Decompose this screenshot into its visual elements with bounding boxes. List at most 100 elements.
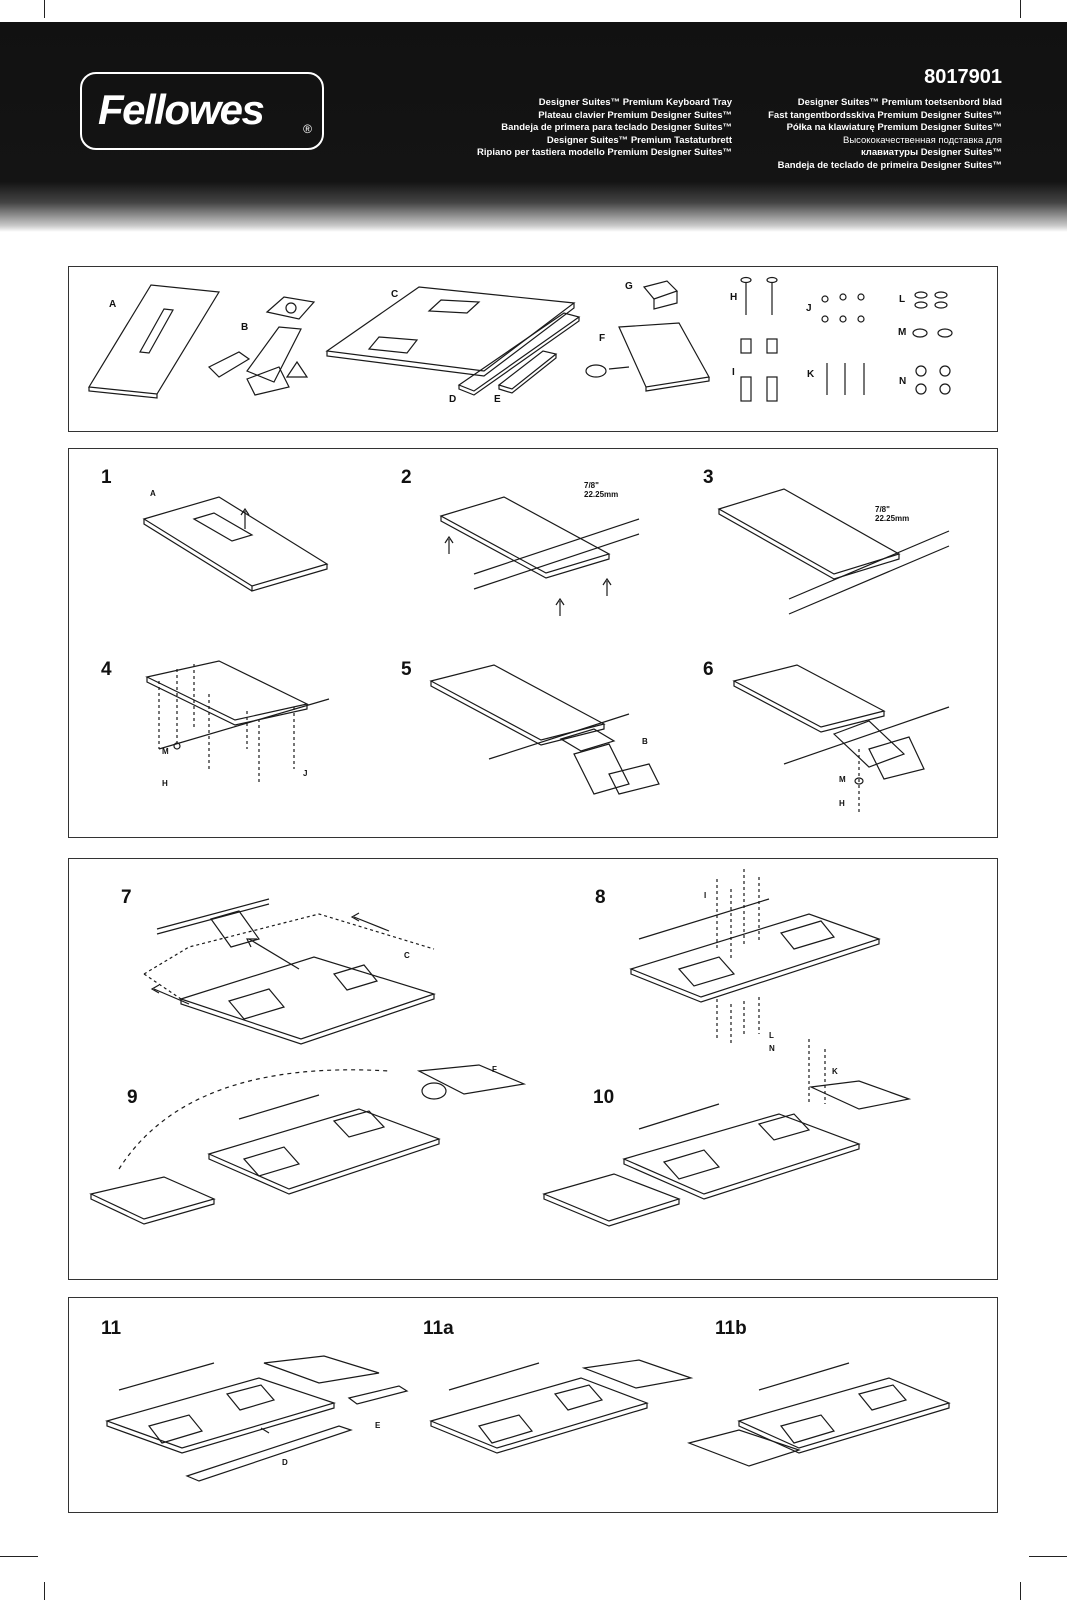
product-titles-left: Designer Suites™ Premium Keyboard Tray P… — [477, 97, 732, 160]
step-4-mounting — [145, 660, 330, 784]
step-11-label-d: D — [282, 1458, 288, 1467]
part-a-rail — [87, 284, 221, 399]
part-c-platform — [325, 286, 576, 377]
step-6-number: 6 — [703, 659, 714, 680]
step-4-number: 4 — [101, 659, 112, 680]
product-title: Designer Suites™ Premium Keyboard Tray — [538, 97, 732, 108]
step-11-label-e: E — [375, 1421, 381, 1430]
registered-mark: ® — [303, 122, 312, 136]
step-8-label-n: N — [769, 1044, 775, 1053]
parts-panel: A B C D E F G H I J K L M N — [68, 266, 998, 432]
step-8-label-k: K — [832, 1067, 838, 1076]
step-2-rail-desk — [439, 496, 640, 616]
part-label-e: E — [494, 394, 501, 405]
step-11-number: 11 — [101, 1318, 122, 1339]
step-7-label-c: C — [404, 951, 410, 960]
part-b-mechanism — [207, 296, 316, 396]
part-label-i: I — [732, 367, 735, 378]
product-title: Bandeja de teclado de primeira Designer … — [777, 159, 1002, 171]
step-11-palm-rests — [105, 1355, 409, 1482]
steps-1-6-panel: 1 2 3 4 5 6 A 7/8" 22.25mm 7/8" 22.25mm … — [68, 448, 998, 838]
washers-l — [914, 291, 948, 309]
crop-mark — [0, 1556, 38, 1557]
part-g-clip — [642, 280, 679, 310]
product-title: Ripiano per tastiera modello Premium Des… — [477, 147, 732, 159]
crop-mark — [1020, 1582, 1021, 1600]
part-f-mouse-platform — [585, 322, 710, 392]
steps-11-drawing — [105, 1355, 951, 1482]
step-10-number: 10 — [593, 1087, 615, 1108]
step-6-label-h: H — [839, 799, 845, 808]
step-3-number: 3 — [703, 467, 714, 488]
part-label-h: H — [730, 292, 738, 303]
step-2-dim-inches: 7/8" — [584, 481, 599, 490]
part-label-m: M — [898, 327, 907, 338]
steps-1-6-drawing — [142, 488, 950, 814]
part-label-j: J — [806, 303, 812, 314]
crop-mark — [44, 0, 45, 18]
product-title: Fast tangentbordsskiva Premium Designer … — [768, 109, 1002, 121]
part-e-palm-rest — [497, 350, 558, 394]
product-title: клавиатуры Designer Suites™ — [860, 147, 1002, 159]
brand-logo-text: Fellowes — [98, 86, 265, 133]
step-4-label-j: J — [303, 769, 308, 778]
crop-mark — [44, 1582, 45, 1600]
crop-mark — [1029, 1556, 1067, 1557]
step-5-mechanism — [429, 664, 660, 795]
product-title: Высококачественная подставка для — [842, 134, 1002, 146]
steps-7-10-panel: 7 8 9 10 C I L N K F — [68, 858, 998, 1280]
step-1-rail — [142, 496, 329, 592]
step-4-label-h: H — [162, 779, 168, 788]
step-3-rail-desk — [717, 488, 950, 615]
part-label-a: A — [109, 299, 117, 310]
step-6-assembled — [732, 664, 950, 814]
step-9-number: 9 — [127, 1087, 138, 1108]
step-8-number: 8 — [595, 887, 606, 908]
step-7-platform-slide — [143, 898, 436, 1045]
spacers-m — [912, 328, 953, 338]
step-8-label-i: I — [704, 891, 707, 900]
part-label-b: B — [241, 322, 249, 333]
part-label-c: C — [391, 289, 399, 300]
part-label-n: N — [899, 376, 907, 387]
parts-drawing — [87, 276, 953, 402]
product-title: Plateau clavier Premium Designer Suites™ — [538, 109, 732, 121]
screws-h — [740, 276, 778, 315]
nuts-n — [915, 365, 951, 395]
step-1-label-a: A — [150, 489, 156, 498]
step-9-label-f: F — [492, 1065, 497, 1074]
product-title: Bandeja de primera para teclado Designer… — [501, 122, 732, 134]
model-number: 8017901 — [924, 66, 1002, 88]
step-11b-assembled — [687, 1362, 951, 1467]
part-label-k: K — [807, 369, 815, 380]
screws-j — [821, 293, 865, 323]
product-title: Designer Suites™ Premium Tastaturbrett — [546, 134, 732, 146]
part-label-g: G — [625, 281, 633, 292]
step-11a-number: 11a — [423, 1318, 454, 1339]
step-9-mouse-platform — [89, 1064, 527, 1225]
step-10-mouse-platform-attached — [542, 1039, 912, 1227]
part-label-l: L — [899, 294, 906, 305]
screws-i — [740, 338, 778, 402]
brand-logo: Fellowes ® — [80, 72, 324, 150]
step-7-number: 7 — [121, 887, 132, 908]
steps-7-10-drawing — [89, 869, 912, 1227]
part-label-f: F — [599, 333, 606, 344]
step-8-fastening — [629, 869, 881, 1044]
steps-11-panel: 11 11a 11b E D — [68, 1297, 998, 1513]
step-1-number: 1 — [101, 467, 112, 488]
step-5-number: 5 — [401, 659, 412, 680]
step-6-label-m: M — [839, 775, 846, 784]
product-title: Designer Suites™ Premium toetsenbord bla… — [797, 97, 1002, 108]
screws-k — [826, 363, 865, 395]
step-2-number: 2 — [401, 467, 412, 488]
step-3-dim-inches: 7/8" — [875, 505, 890, 514]
step-5-label-b: B — [642, 737, 648, 746]
step-2-dim-mm: 22.25mm — [584, 490, 619, 499]
step-4-label-m: M — [162, 747, 169, 756]
part-label-d: D — [449, 394, 457, 405]
product-titles-right: Designer Suites™ Premium toetsenbord bla… — [768, 97, 1002, 173]
step-11a-assembled — [429, 1359, 694, 1454]
step-3-dim-mm: 22.25mm — [875, 514, 910, 523]
part-d-palm-rest — [457, 312, 581, 396]
